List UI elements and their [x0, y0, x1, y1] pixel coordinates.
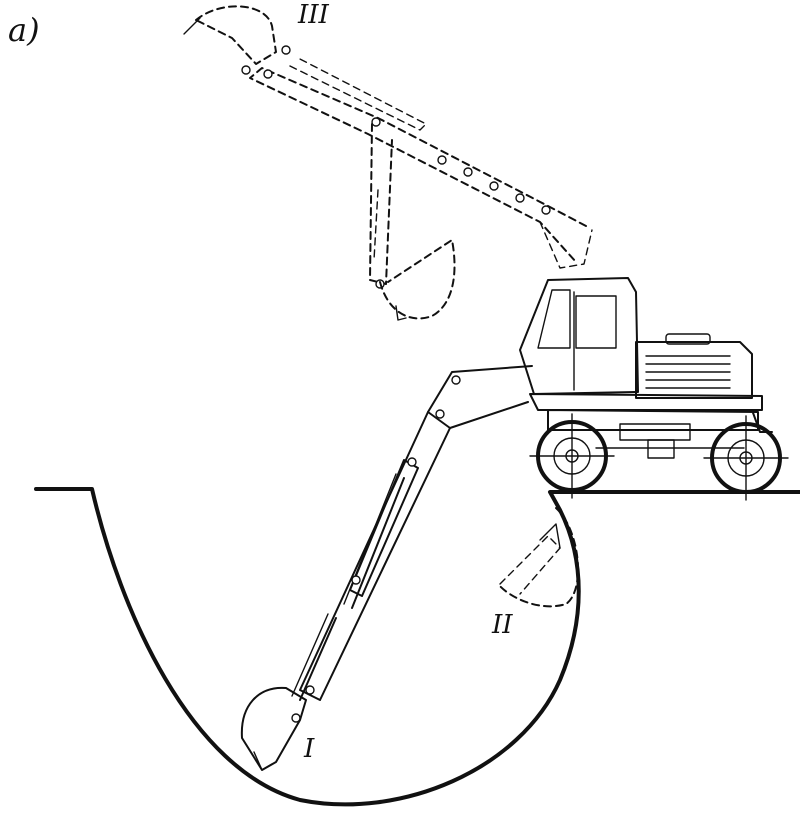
- arm-hanging: [369, 123, 393, 285]
- turntable-frame: [529, 393, 763, 411]
- cab-window-side: [575, 295, 617, 349]
- chassis: [547, 409, 759, 431]
- front-wheel: [529, 413, 615, 499]
- pin: [437, 155, 447, 165]
- pin: [407, 457, 417, 467]
- equipment-position-2: [497, 507, 579, 608]
- bucket-2-teeth: [539, 523, 561, 549]
- bucket-3-hanging-teeth: [395, 305, 407, 321]
- pin: [463, 167, 473, 177]
- pin: [281, 45, 291, 55]
- bucket-cylinder: [299, 617, 337, 701]
- pin: [351, 575, 361, 585]
- panel-label: а): [8, 11, 40, 49]
- pin: [541, 205, 551, 215]
- arm-cylinder-hanging: [373, 189, 379, 261]
- pin: [241, 65, 251, 75]
- transmission-box: [647, 439, 675, 459]
- pin: [305, 685, 315, 695]
- engine-grille: [645, 355, 731, 389]
- boom-lower: [299, 411, 451, 701]
- equipment-position-1: [240, 365, 533, 771]
- engine-vent-cap: [665, 333, 711, 345]
- boom-upper: [427, 365, 533, 429]
- bucket-cylinder-rod: [291, 613, 329, 697]
- cab-window-front: [537, 289, 571, 349]
- bucket-teeth: [253, 751, 273, 771]
- boom-heel: [539, 221, 593, 269]
- pin: [263, 69, 273, 79]
- position-label-3: III: [298, 0, 329, 30]
- bucket-3-hanging: [379, 239, 456, 320]
- rear-wheel: [703, 415, 789, 501]
- pin: [451, 375, 461, 385]
- equipment-position-3: [183, 5, 593, 321]
- pin: [489, 181, 499, 191]
- pin: [371, 117, 381, 127]
- outrigger: [751, 409, 773, 433]
- engine-housing: [635, 341, 753, 399]
- pin: [435, 409, 445, 419]
- boom-raised-cylinder: [289, 57, 427, 131]
- bucket-2: [499, 535, 561, 595]
- position-label-1: I: [304, 734, 315, 764]
- axle-housing: [619, 423, 691, 441]
- pit-outline: [34, 487, 800, 807]
- bucket-3-top: [195, 5, 277, 65]
- arm-cylinder-rod: [343, 473, 397, 605]
- pit-profile: [34, 487, 800, 807]
- bucket: [240, 686, 307, 771]
- excavator-body: [519, 277, 789, 501]
- position-label-2: II: [492, 610, 513, 640]
- pin: [515, 193, 525, 203]
- arm-cylinder: [351, 477, 405, 609]
- bucket-arc-2: [497, 507, 579, 608]
- cab-outline: [519, 277, 639, 395]
- bucket-3-tooth: [183, 17, 201, 35]
- boom-raised: [249, 67, 587, 263]
